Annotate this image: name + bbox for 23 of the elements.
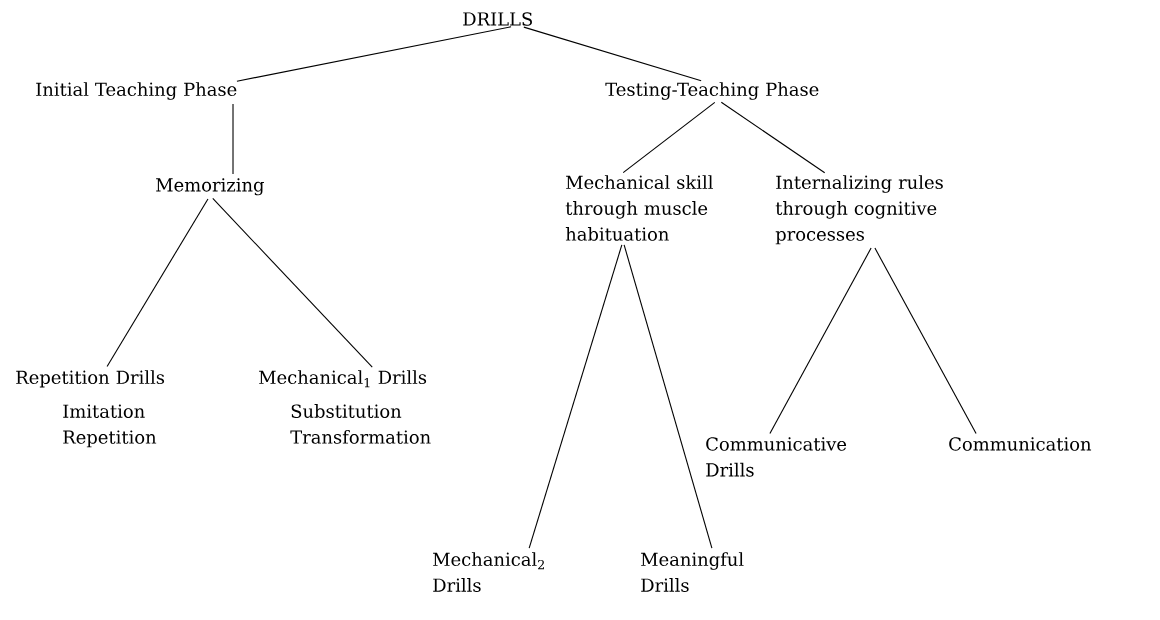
branch-line: [236, 26, 512, 82]
tree-label: Mechanical skill through muscle habituation: [565, 175, 713, 241]
branch-line: [622, 101, 716, 174]
tree-label: Mechanical$_{2}$ Drills: [433, 552, 544, 592]
tree-label: Communicative Drills: [706, 437, 847, 477]
branch-line: [232, 103, 234, 175]
tree-label: Internalizing rules through cognitive processes: [775, 175, 943, 245]
tree-label: Initial Teaching Phase: [36, 82, 237, 100]
tree-label: DRILLS: [463, 12, 532, 26]
tree-label: Testing-Teaching Phase: [605, 82, 819, 100]
tree-label: Communication: [949, 437, 1092, 451]
tree-label: Mechanical$_{1}$ Drills Substitution Transformation: [259, 370, 431, 444]
branch-line: [769, 247, 872, 435]
branch-line: [212, 197, 373, 368]
branch-line: [523, 26, 702, 82]
branch-line: [720, 101, 826, 174]
tree-label: Meaningful Drills: [641, 552, 744, 592]
tree-label: Repetition Drills Imitation Repetition: [16, 370, 165, 448]
branch-line: [874, 247, 977, 435]
tree-label: Memorizing: [156, 178, 264, 196]
branch-line: [623, 244, 713, 549]
branch-line: [528, 244, 623, 549]
branch-line: [106, 198, 209, 368]
